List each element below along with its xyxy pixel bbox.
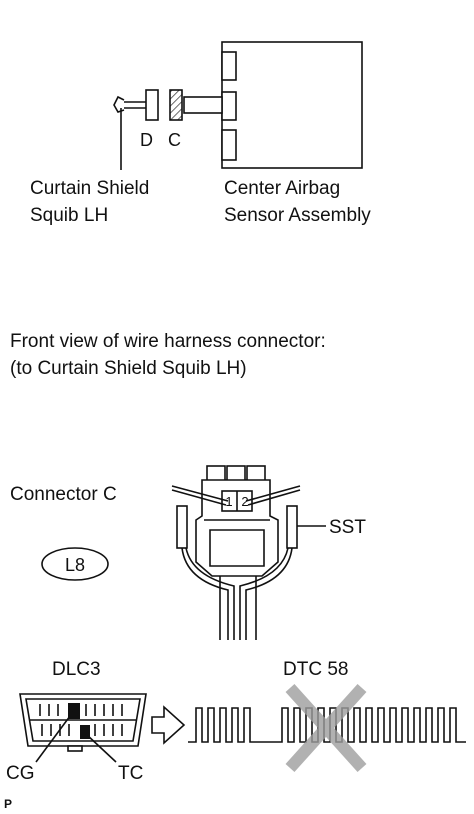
connector-code-badge: L8 xyxy=(41,547,109,581)
sst-probe-left xyxy=(171,485,235,640)
harness-wires xyxy=(219,576,257,640)
sensor-label-line1: Center Airbag xyxy=(224,178,340,199)
tc-label: TC xyxy=(118,763,143,784)
arrow-icon xyxy=(151,705,186,745)
sst-label: SST xyxy=(329,517,366,538)
connector-c-title: Connector C xyxy=(10,484,117,505)
dtc-58-label: DTC 58 xyxy=(283,659,348,680)
cg-label: CG xyxy=(6,763,35,784)
sensor-label-line2: Sensor Assembly xyxy=(224,205,371,226)
pin-1-label: 1 xyxy=(225,494,232,509)
dlc3-label: DLC3 xyxy=(52,659,101,680)
pin-2-label: 2 xyxy=(241,494,248,509)
cg-leader xyxy=(35,711,74,763)
connector-c-block xyxy=(169,89,183,121)
tc-leader xyxy=(85,733,117,763)
tc-pin xyxy=(80,725,90,739)
squib-label-line2: Squib LH xyxy=(30,205,108,226)
harness-caption-line1: Front view of wire harness connector: xyxy=(10,331,326,352)
connector-code: L8 xyxy=(65,555,85,575)
connector-d-label: D xyxy=(140,130,153,150)
sst-probe-right xyxy=(239,485,301,640)
corner-mark: P xyxy=(4,797,12,811)
cross-out-icon xyxy=(285,683,367,773)
center-airbag-sensor-assembly xyxy=(183,41,363,169)
squib-wire xyxy=(113,95,146,170)
dlc3-connector xyxy=(19,693,147,752)
dlc3-pins xyxy=(39,704,123,736)
connector-c-label: C xyxy=(168,130,181,150)
harness-caption-line2: (to Curtain Shield Squib LH) xyxy=(10,358,247,379)
connector-d-block xyxy=(145,89,159,121)
squib-label-line1: Curtain Shield xyxy=(30,178,149,199)
connector-body: 1 2 xyxy=(195,465,279,577)
